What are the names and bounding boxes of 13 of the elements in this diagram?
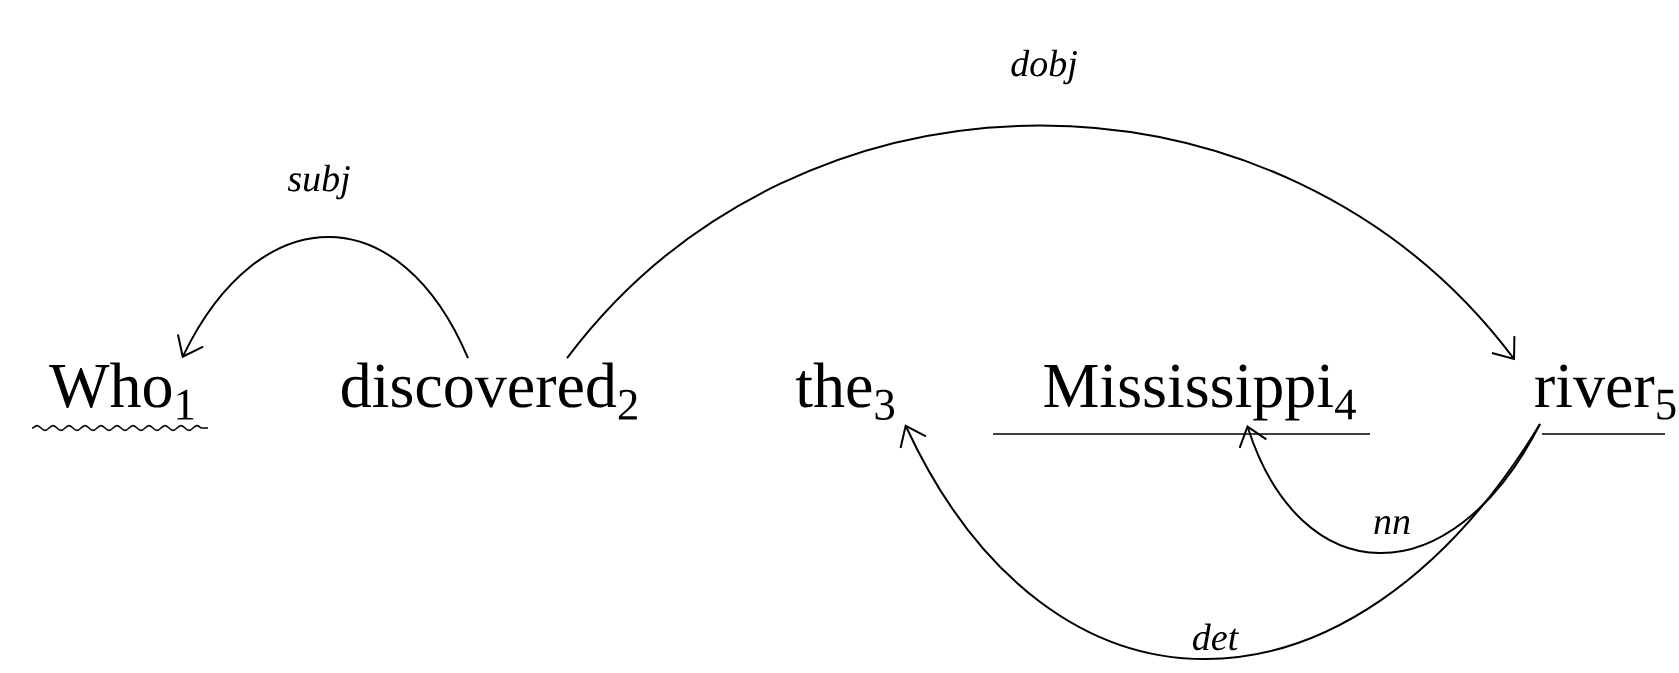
arc-arrow	[566, 124, 1516, 361]
edge-label: det	[1189, 621, 1241, 653]
word: discovered$_{2}$	[342, 362, 637, 420]
arc-arrow	[176, 236, 469, 360]
edge-label: subj	[285, 162, 353, 202]
word: river$_{5}$	[1535, 364, 1676, 420]
edge-label: dobj	[1008, 47, 1080, 87]
arc-arrow	[1238, 423, 1541, 555]
edge-label: nn	[1371, 514, 1413, 536]
word: Mississippi$_{4}$	[1044, 364, 1356, 421]
word: Who$_{1}$	[49, 362, 194, 420]
word: the$_{3}$	[795, 362, 895, 420]
arc-arrow	[899, 423, 1541, 661]
